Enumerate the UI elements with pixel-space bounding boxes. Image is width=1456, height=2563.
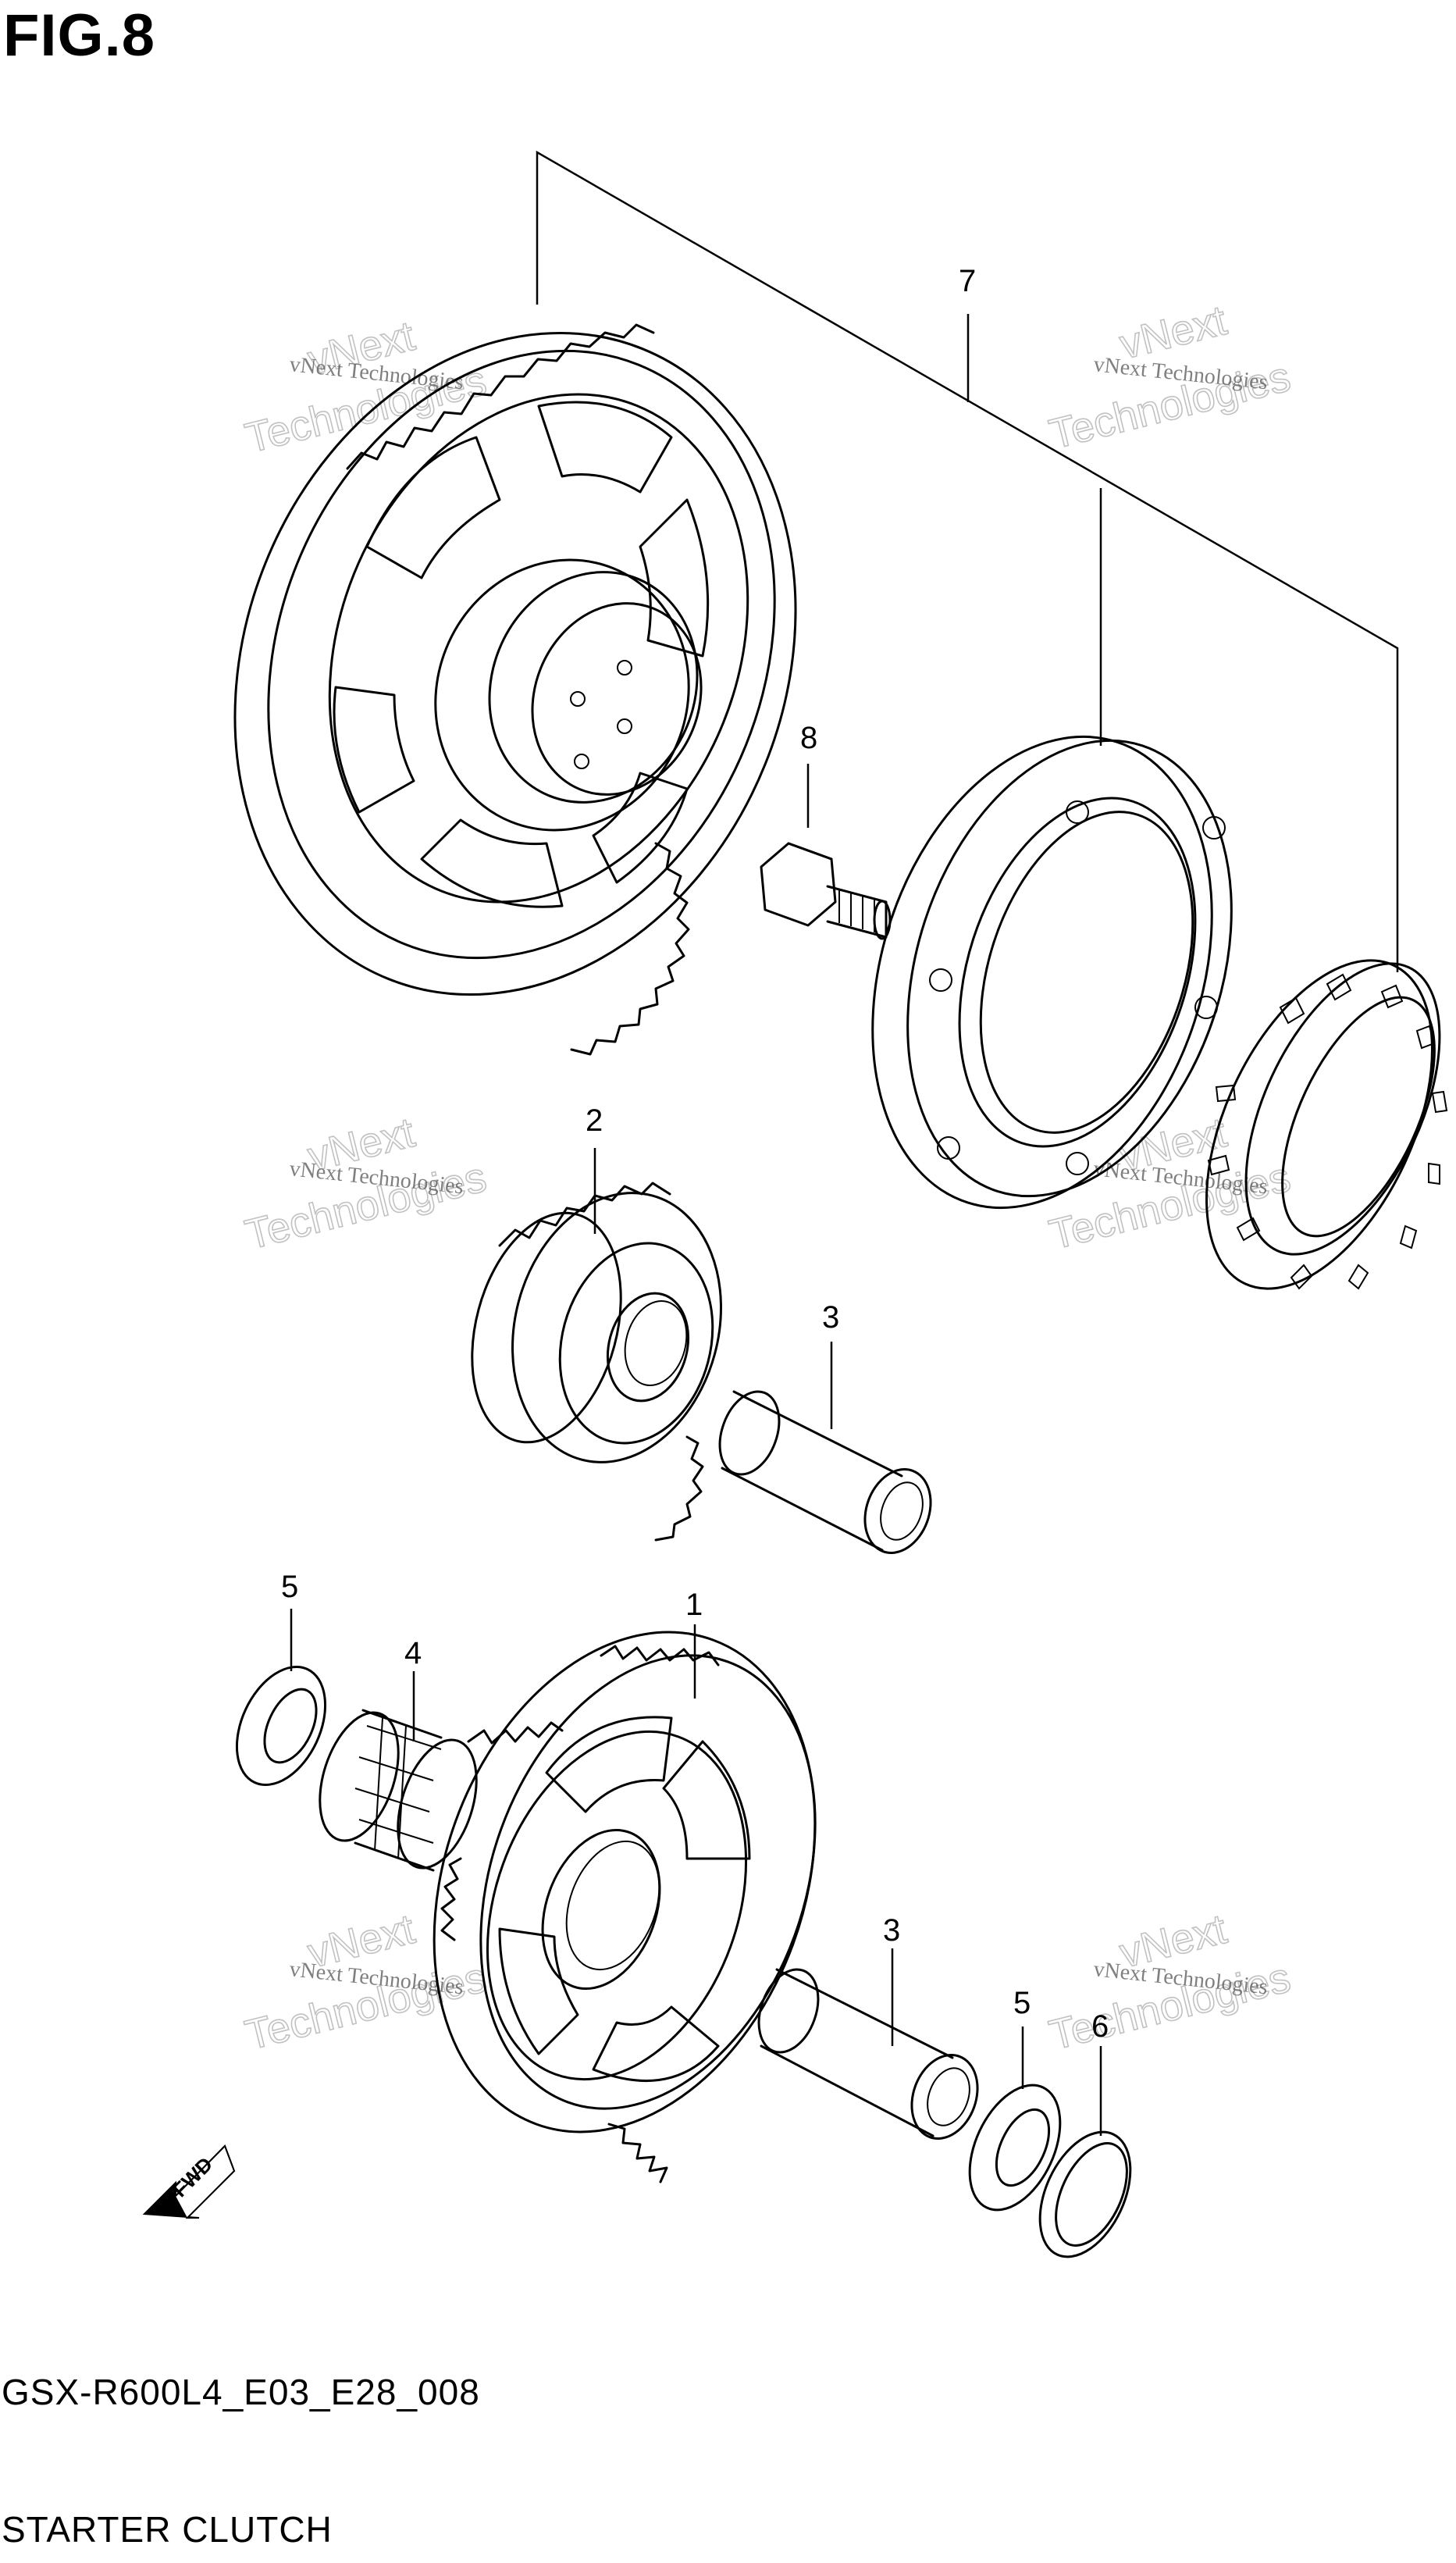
starter-gear-part-1 — [433, 1631, 817, 2183]
diagram-code: GSX-R600L4_E03_E28_008 — [2, 2372, 480, 2412]
shaft-part-3-upper — [718, 1390, 932, 1554]
callout-2: 2 — [586, 1103, 603, 1138]
callout-3-lower: 3 — [883, 1913, 900, 1948]
washer-part-6 — [1038, 2130, 1132, 2258]
watermark-bottom-right: vNext Technologies vNext Technologies — [1045, 1905, 1296, 2059]
figure-label: FIG.8 — [3, 2, 156, 69]
bolt-part-8 — [760, 842, 892, 940]
starter-driven-gear — [233, 323, 797, 1056]
idle-gear-part-2 — [471, 1182, 722, 1542]
fwd-arrow-icon: FWD — [142, 2144, 236, 2219]
watermark-top-right: vNext Technologies vNext Technologies — [1045, 296, 1296, 458]
washer-part-5-right — [968, 2084, 1062, 2212]
callout-leaders — [290, 764, 1102, 2136]
one-way-clutch-housing — [871, 735, 1233, 1210]
callout-7: 7 — [959, 264, 976, 298]
callout-3-upper: 3 — [822, 1300, 839, 1335]
callout-4: 4 — [404, 1636, 422, 1670]
watermark-mid-left: vNext Technologies vNext Technologies — [240, 1108, 492, 1259]
callout-5-right: 5 — [1013, 1986, 1031, 2020]
callout-6: 6 — [1091, 2009, 1109, 2044]
one-way-clutch-cage — [1205, 959, 1448, 1290]
needle-bearing-part-4 — [319, 1709, 478, 1872]
callout-numbers: 7 8 2 3 5 4 1 3 5 6 — [281, 264, 1109, 2044]
callout-8: 8 — [800, 721, 817, 755]
watermark-bottom-left: vNext Technologies vNext Technologies — [240, 1905, 492, 2059]
shaft-part-3-lower — [757, 1968, 979, 2140]
diagram-title: STARTER CLUTCH — [2, 2509, 333, 2550]
callout-5-left: 5 — [281, 1570, 298, 1604]
washer-part-5-left — [235, 1665, 327, 1787]
leader-lines-assembly-7 — [536, 150, 1399, 972]
callout-1: 1 — [685, 1588, 703, 1622]
